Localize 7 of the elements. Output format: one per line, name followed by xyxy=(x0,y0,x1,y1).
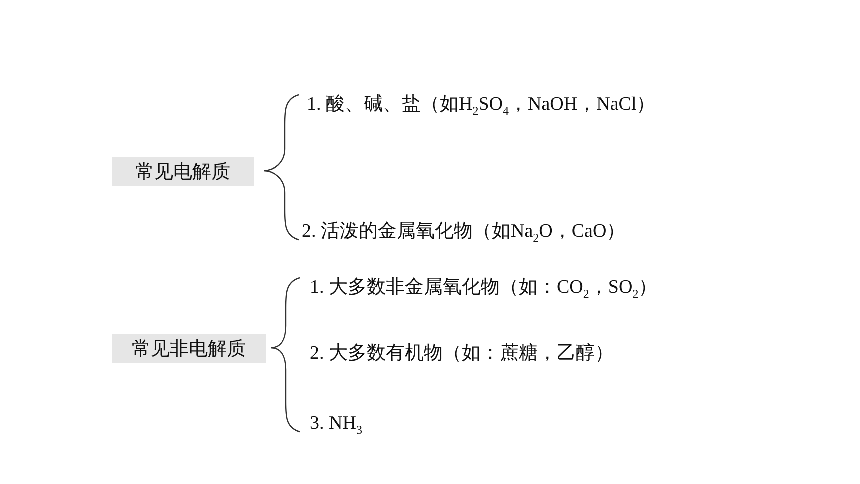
category-box: 常见非电解质 xyxy=(112,334,266,363)
list-item-text: 3. NH$_{3}$ xyxy=(310,412,362,439)
list-item-text: 1. 大多数非金属氧化物（如：CO$_{2}$，SO$_{2}$） xyxy=(310,276,658,303)
list-item-text: 2. 大多数有机物（如：蔗糖，乙醇） xyxy=(310,342,614,366)
list-item-text: 2. 活泼的金属氧化物（如Na$_{2}$O，CaO） xyxy=(302,220,626,247)
category-box: 常见电解质 xyxy=(112,157,254,186)
list-item-text: 1. 酸、碱、盐（如H$_{2}$SO$_{4}$，NaOH，NaCl） xyxy=(307,93,656,120)
